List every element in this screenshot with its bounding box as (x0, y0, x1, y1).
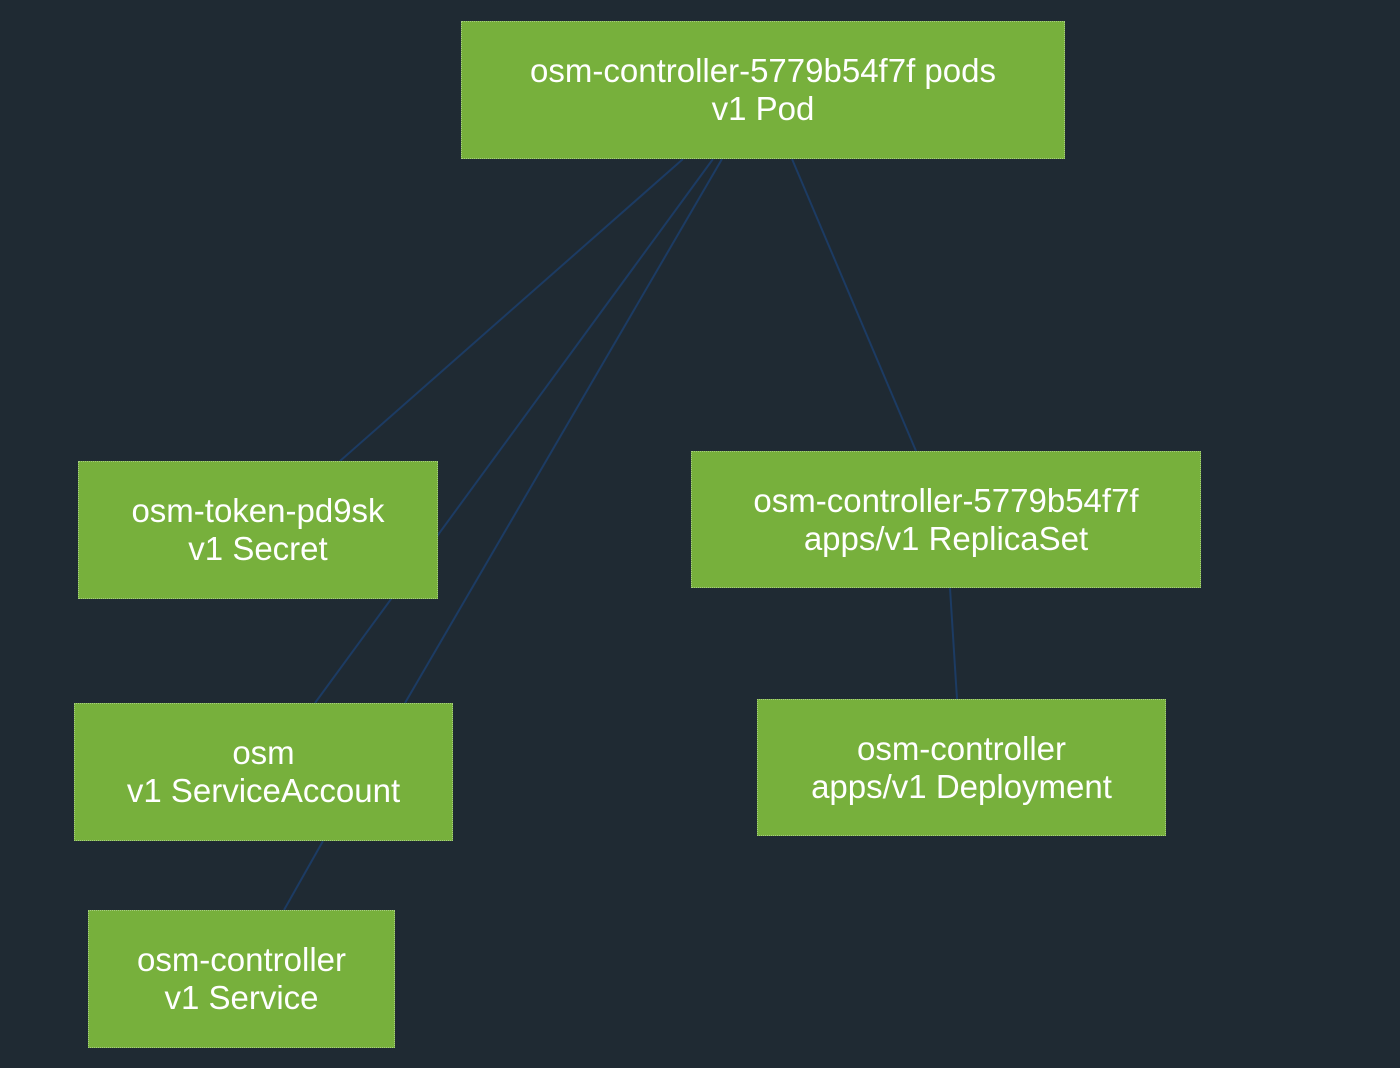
node-replicaset[interactable]: osm-controller-5779b54f7f apps/v1 Replic… (691, 451, 1201, 588)
node-secret[interactable]: osm-token-pd9sk v1 Secret (78, 461, 438, 599)
node-secret-kind: v1 Secret (188, 530, 328, 567)
node-replicaset-kind: apps/v1 ReplicaSet (803, 519, 1089, 557)
node-deployment[interactable]: osm-controller apps/v1 Deployment (757, 699, 1166, 836)
node-pod-name: osm-controller-5779b54f7f pods (530, 52, 996, 89)
edge-pod-serviceaccount (404, 158, 723, 704)
edge-pod-replicaset (791, 158, 917, 452)
edge-replicaset-deployment (949, 587, 958, 700)
node-pod[interactable]: osm-controller-5779b54f7f pods v1 Pod (461, 21, 1065, 159)
node-replicaset-name: osm-controller-5779b54f7f (753, 481, 1139, 519)
node-serviceaccount[interactable]: osm v1 ServiceAccount (74, 703, 453, 841)
edge-serviceaccount-service (283, 840, 324, 911)
node-serviceaccount-kind: v1 ServiceAccount (126, 772, 401, 809)
node-deployment-kind: apps/v1 Deployment (811, 767, 1112, 805)
node-service[interactable]: osm-controller v1 Service (88, 910, 395, 1048)
node-service-kind: v1 Service (164, 979, 319, 1016)
node-pod-kind: v1 Pod (711, 90, 815, 127)
node-deployment-name: osm-controller (856, 729, 1067, 767)
node-service-name: osm-controller (136, 941, 347, 978)
node-serviceaccount-name: osm (232, 734, 295, 771)
edge-pod-serviceaccount (314, 158, 714, 704)
edge-pod-secret (339, 158, 684, 462)
node-secret-name: osm-token-pd9sk (131, 492, 385, 529)
